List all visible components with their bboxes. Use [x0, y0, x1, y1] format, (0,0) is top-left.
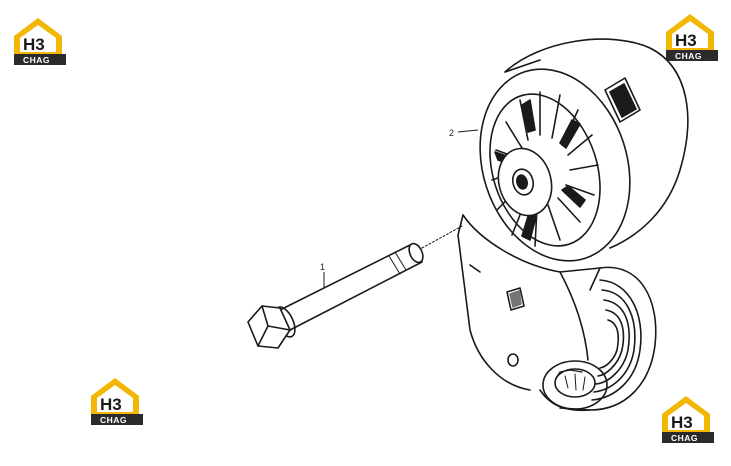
callout-2: 2 — [449, 128, 479, 138]
svg-text:H3: H3 — [671, 413, 693, 432]
h3-logo-icon: H3 CHAG — [666, 14, 718, 61]
svg-text:H3: H3 — [23, 35, 45, 54]
svg-text:H3: H3 — [675, 31, 697, 50]
callout-1-number: 1 — [320, 262, 325, 272]
h3-logo-icon: H3 CHAG — [662, 396, 714, 443]
bolt — [247, 225, 463, 349]
watermark-logo-bottom-right: H3 CHAG — [658, 392, 714, 444]
tensioner-hub — [497, 147, 553, 217]
svg-text:CHAG: CHAG — [23, 55, 50, 65]
svg-text:CHAG: CHAG — [671, 433, 698, 443]
h3-logo-icon: H3 CHAG — [91, 378, 143, 425]
tensioner-housing — [457, 38, 689, 391]
watermark-logo-bottom-left: H3 CHAG — [87, 374, 143, 426]
tensioner-ribbed-face — [489, 91, 601, 247]
callout-2-number: 2 — [449, 128, 454, 138]
callout-1: 1 — [320, 262, 325, 288]
svg-text:CHAG: CHAG — [675, 51, 702, 61]
svg-text:CHAG: CHAG — [100, 415, 127, 425]
watermark-logo-top-left: H3 CHAG — [10, 14, 66, 66]
svg-text:H3: H3 — [100, 395, 122, 414]
watermark-logo-top-right: H3 CHAG — [662, 10, 718, 62]
idler-pulley — [539, 266, 657, 412]
h3-logo-icon: H3 CHAG — [14, 18, 66, 65]
